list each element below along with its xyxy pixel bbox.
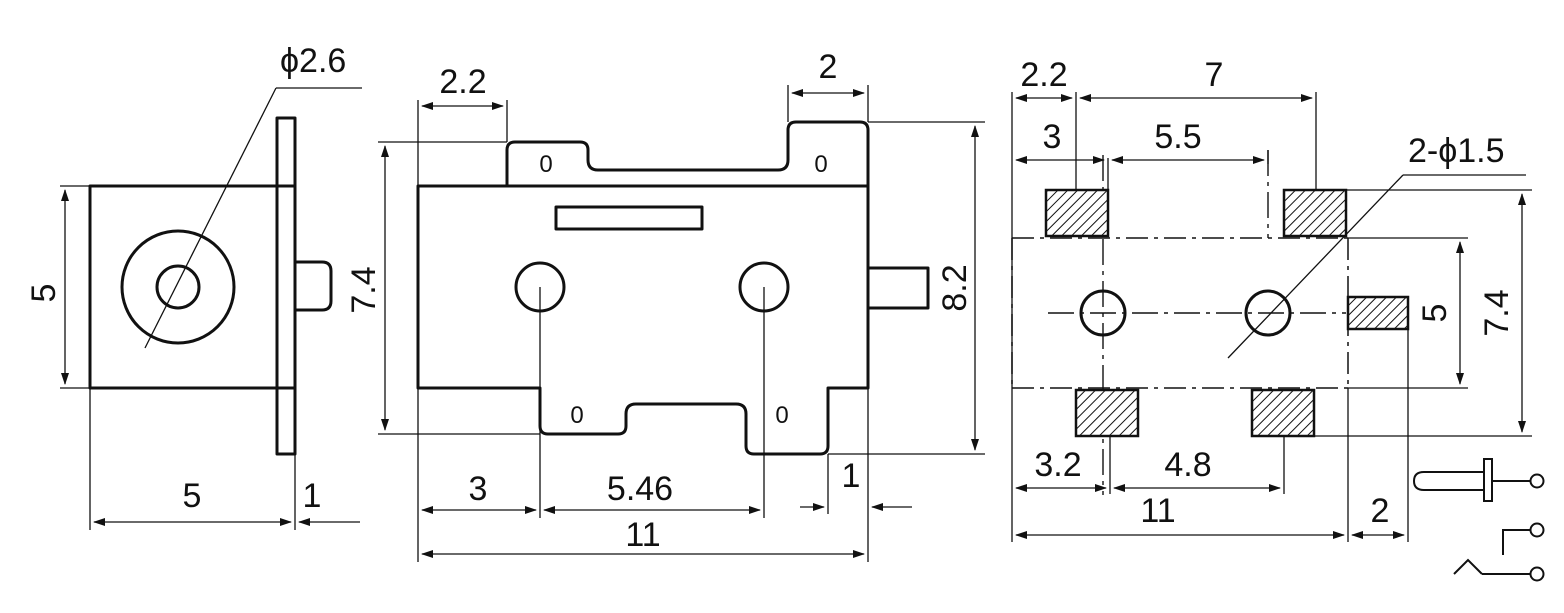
left-tab-label: 2.2 bbox=[439, 63, 486, 101]
jack-outer-circle bbox=[120, 229, 236, 345]
holes-label: 2-ϕ1.5 bbox=[1408, 132, 1505, 170]
front-view: 0 0 0 0 2.2 2 7.4 8.2 3 5.46 11 bbox=[345, 48, 985, 562]
diameter-leader bbox=[144, 87, 277, 349]
flange-label: 1 bbox=[303, 477, 322, 515]
symbol-spring-contact bbox=[1453, 558, 1483, 575]
pad-bottom-left bbox=[1074, 388, 1140, 438]
side-flange bbox=[275, 116, 297, 456]
front-pin bbox=[866, 266, 930, 310]
fp-dim-11: 11 bbox=[1140, 492, 1175, 530]
height-left-label: 7.4 bbox=[345, 266, 383, 313]
pad-bottom-right bbox=[1250, 388, 1316, 438]
right-tab-label: 2 bbox=[819, 48, 838, 86]
footprint-view: 2-ϕ1.5 2.2 7 3 5.5 5 7.4 3.2 4.8 11 2 bbox=[1011, 56, 1532, 542]
symbol-lead-2 bbox=[1502, 529, 1530, 555]
fp-dim-4-8: 4.8 bbox=[1164, 446, 1211, 484]
diameter-label: ϕ2.6 bbox=[280, 42, 346, 80]
width-label-front: 11 bbox=[625, 516, 660, 554]
jack-schematic-symbol bbox=[1412, 458, 1545, 582]
pad-top-left bbox=[1044, 188, 1110, 238]
symbol-collar bbox=[1483, 458, 1493, 502]
front-tab-mark-1: 0 bbox=[539, 151, 552, 178]
symbol-terminal-1 bbox=[1529, 473, 1545, 489]
side-pin bbox=[295, 260, 333, 312]
pad-top-right bbox=[1282, 188, 1348, 238]
front-tab-mark-4: 0 bbox=[775, 402, 788, 429]
fp-dim-7-4: 7.4 bbox=[1478, 289, 1516, 336]
hole-2 bbox=[1244, 289, 1292, 337]
width-label: 5 bbox=[183, 477, 202, 515]
pitch-label: 5.46 bbox=[607, 470, 673, 508]
jack-inner-circle bbox=[155, 264, 201, 310]
symbol-terminal-3 bbox=[1529, 566, 1545, 582]
fp-dim-5-5: 5.5 bbox=[1154, 118, 1201, 156]
fp-dim-3: 3 bbox=[1043, 118, 1062, 156]
offset-label: 3 bbox=[469, 470, 488, 508]
symbol-terminal-2 bbox=[1529, 522, 1545, 538]
holes-leader bbox=[1227, 174, 1404, 359]
fp-dim-7: 7 bbox=[1205, 56, 1224, 94]
fp-dim-5: 5 bbox=[1416, 304, 1454, 323]
symbol-plug bbox=[1412, 471, 1484, 491]
height-right-label: 8.2 bbox=[936, 264, 974, 311]
height-label: 5 bbox=[25, 284, 63, 303]
hole-1 bbox=[1079, 289, 1127, 337]
fp-dim-2: 2 bbox=[1371, 492, 1390, 530]
pad-right bbox=[1346, 295, 1410, 331]
front-body-outline bbox=[416, 120, 870, 456]
front-tab-mark-2: 0 bbox=[814, 151, 827, 178]
pin-label: 1 bbox=[842, 457, 861, 495]
fp-dim-2-2: 2.2 bbox=[1020, 56, 1067, 94]
fp-dim-3-2: 3.2 bbox=[1034, 446, 1081, 484]
front-tab-mark-3: 0 bbox=[570, 402, 583, 429]
front-slot bbox=[554, 205, 704, 231]
side-view: ϕ2.6 5 5 1 bbox=[25, 42, 362, 530]
